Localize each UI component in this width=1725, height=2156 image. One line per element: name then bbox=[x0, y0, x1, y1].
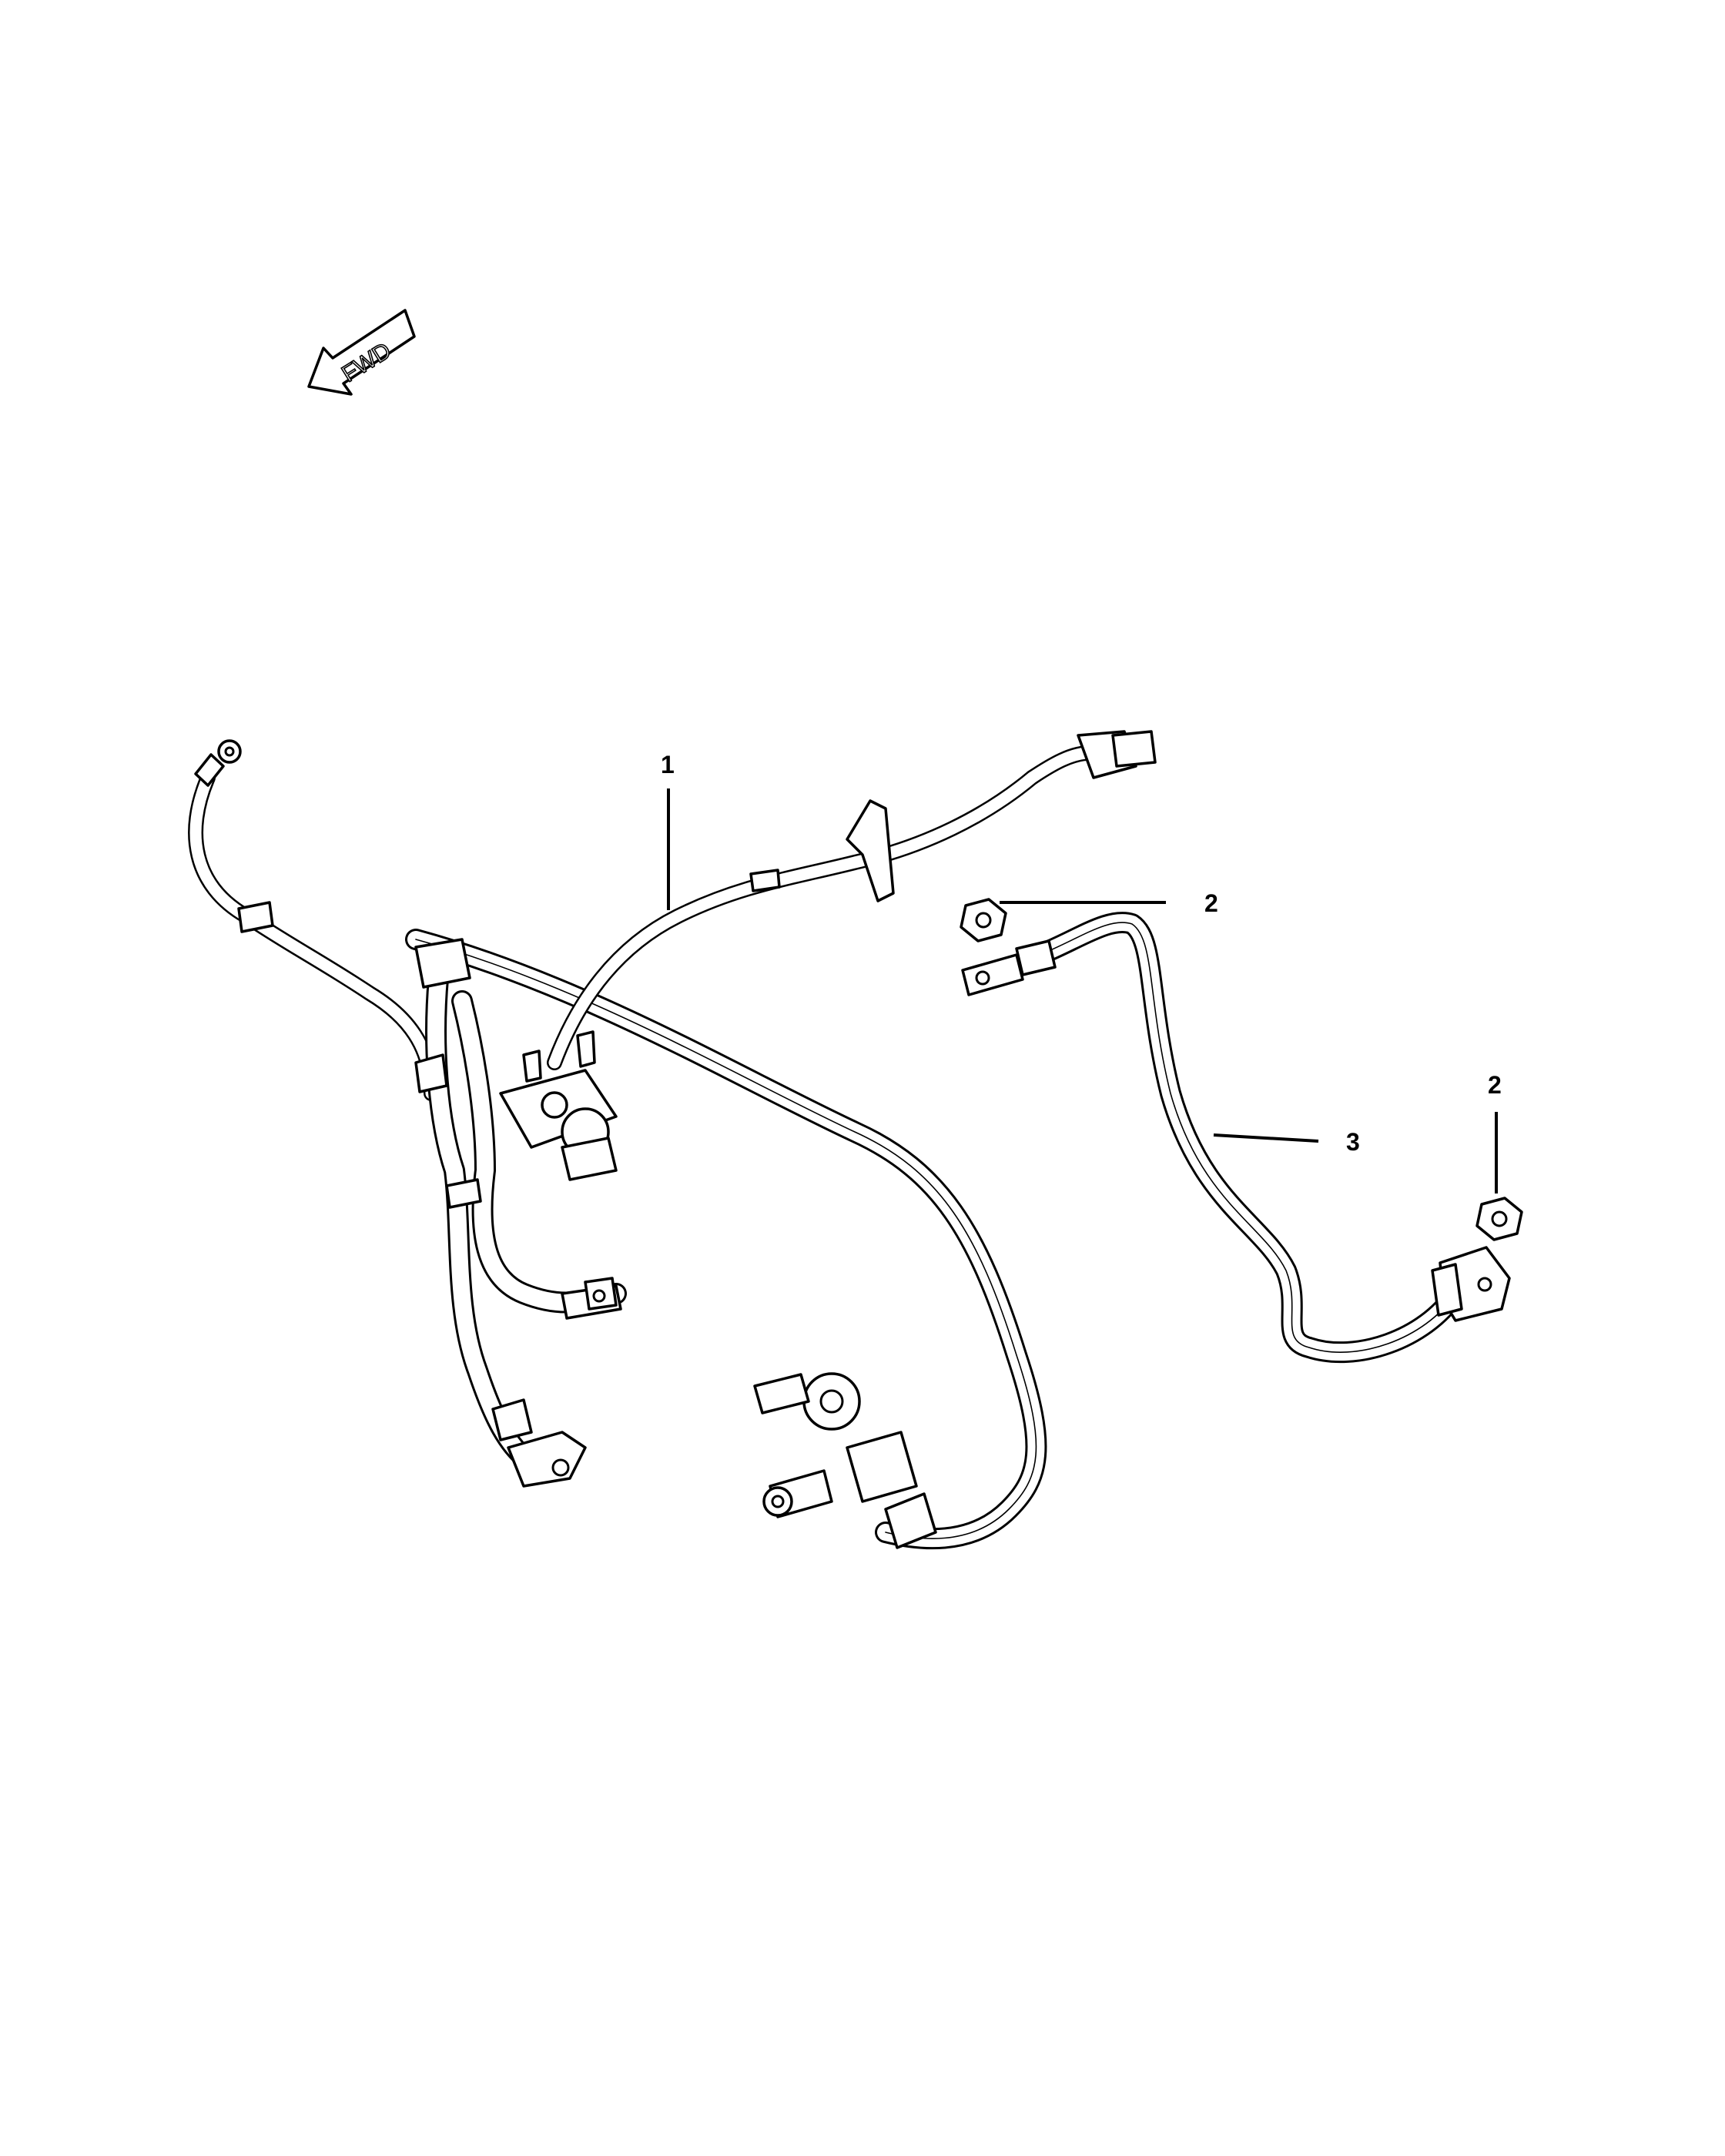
callout-2-upper-label: 2 bbox=[1204, 889, 1218, 917]
ground-strap-cable bbox=[961, 912, 1511, 1364]
battery-cable-harness bbox=[188, 730, 1157, 1550]
callout-3-label: 3 bbox=[1346, 1128, 1360, 1156]
flange-nut-lower bbox=[1475, 1197, 1523, 1241]
fwd-arrow-icon: FWD bbox=[307, 309, 416, 396]
callout-1: 1 bbox=[661, 751, 675, 910]
callout-2-lower: 2 bbox=[1488, 1071, 1502, 1194]
callout-2-upper: 2 bbox=[1000, 889, 1218, 917]
flange-nut-upper bbox=[960, 898, 1007, 942]
callout-3: 3 bbox=[1213, 1128, 1360, 1156]
callout-2-lower-label: 2 bbox=[1488, 1071, 1502, 1099]
callout-1-label: 1 bbox=[661, 751, 675, 778]
